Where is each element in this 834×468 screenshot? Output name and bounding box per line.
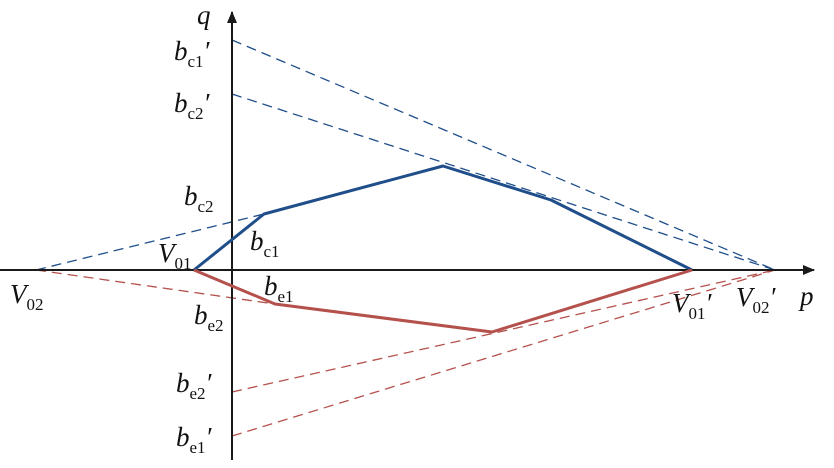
label-V01-prime: V01′ xyxy=(672,288,713,323)
label-be2: be2 xyxy=(194,300,224,335)
label-bc2-prime: bc2′ xyxy=(174,88,211,123)
label-V02-prime: V02′ xyxy=(736,282,777,317)
dashed-line-be1p-to-V02p xyxy=(231,269,776,437)
dashed-line-be2p-to-V02p xyxy=(231,269,776,393)
lower-boundary-curve xyxy=(193,268,693,334)
label-V01: V01 xyxy=(158,238,192,273)
label-be2-prime: be2′ xyxy=(176,368,213,403)
label-bc2: bc2 xyxy=(184,181,214,216)
dashed-line-bc2p-to-V02p xyxy=(231,93,776,271)
upper-boundary-curve xyxy=(193,164,693,272)
label-be1-prime: be1′ xyxy=(176,422,213,457)
dashed-line-V02-to-be2 xyxy=(35,269,276,305)
q-axis-label: q xyxy=(197,0,211,30)
dashed-line-bc1p-to-V02p xyxy=(231,39,776,271)
label-bc1: bc1 xyxy=(250,226,280,261)
p-axis-label: p xyxy=(798,281,814,311)
label-bc1-prime: bc1′ xyxy=(174,36,211,71)
label-V02: V02 xyxy=(10,279,44,314)
label-be1: be1 xyxy=(264,271,294,306)
dashed-line-V02-to-bc2 xyxy=(35,213,265,271)
